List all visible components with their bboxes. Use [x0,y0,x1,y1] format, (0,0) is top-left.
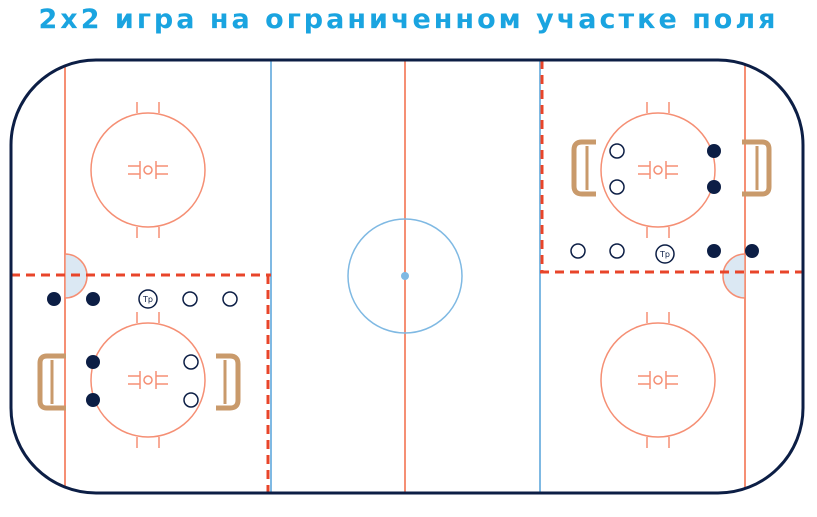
trainer-label: Тр [142,295,153,304]
player-open [182,291,198,307]
faceoff-circle-top-left [90,102,206,238]
faceoff-circle-bottom-right [600,312,716,448]
goal-net-left-inner [216,353,241,411]
crease-right [722,253,746,299]
player-open [609,179,625,195]
player-dark [86,393,100,407]
player-dark [707,144,721,158]
trainer-label: Тр [659,250,670,259]
center-circle [347,218,463,334]
player-open [222,291,238,307]
player-open [609,143,625,159]
player-dark [86,292,100,306]
player-open [609,243,625,259]
player-open [183,354,199,370]
trainer-marker: Тр [655,244,675,264]
player-dark [707,180,721,194]
player-open [183,392,199,408]
player-dark [47,292,61,306]
trainer-marker: Тр [138,289,158,309]
goal-net-left-outer [37,353,66,411]
goal-net-right-inner [571,139,596,197]
player-dark [745,244,759,258]
rink-boards [9,58,805,495]
faceoff-circle-top-right [600,102,716,238]
diagram-title: 2х2 игра на ограниченном участке поля [38,4,779,35]
goal-net-right-outer [742,139,772,197]
center-dot [401,272,409,280]
player-dark [707,244,721,258]
player-open [570,243,586,259]
player-dark [86,355,100,369]
faceoff-circle-bottom-left [90,312,206,448]
